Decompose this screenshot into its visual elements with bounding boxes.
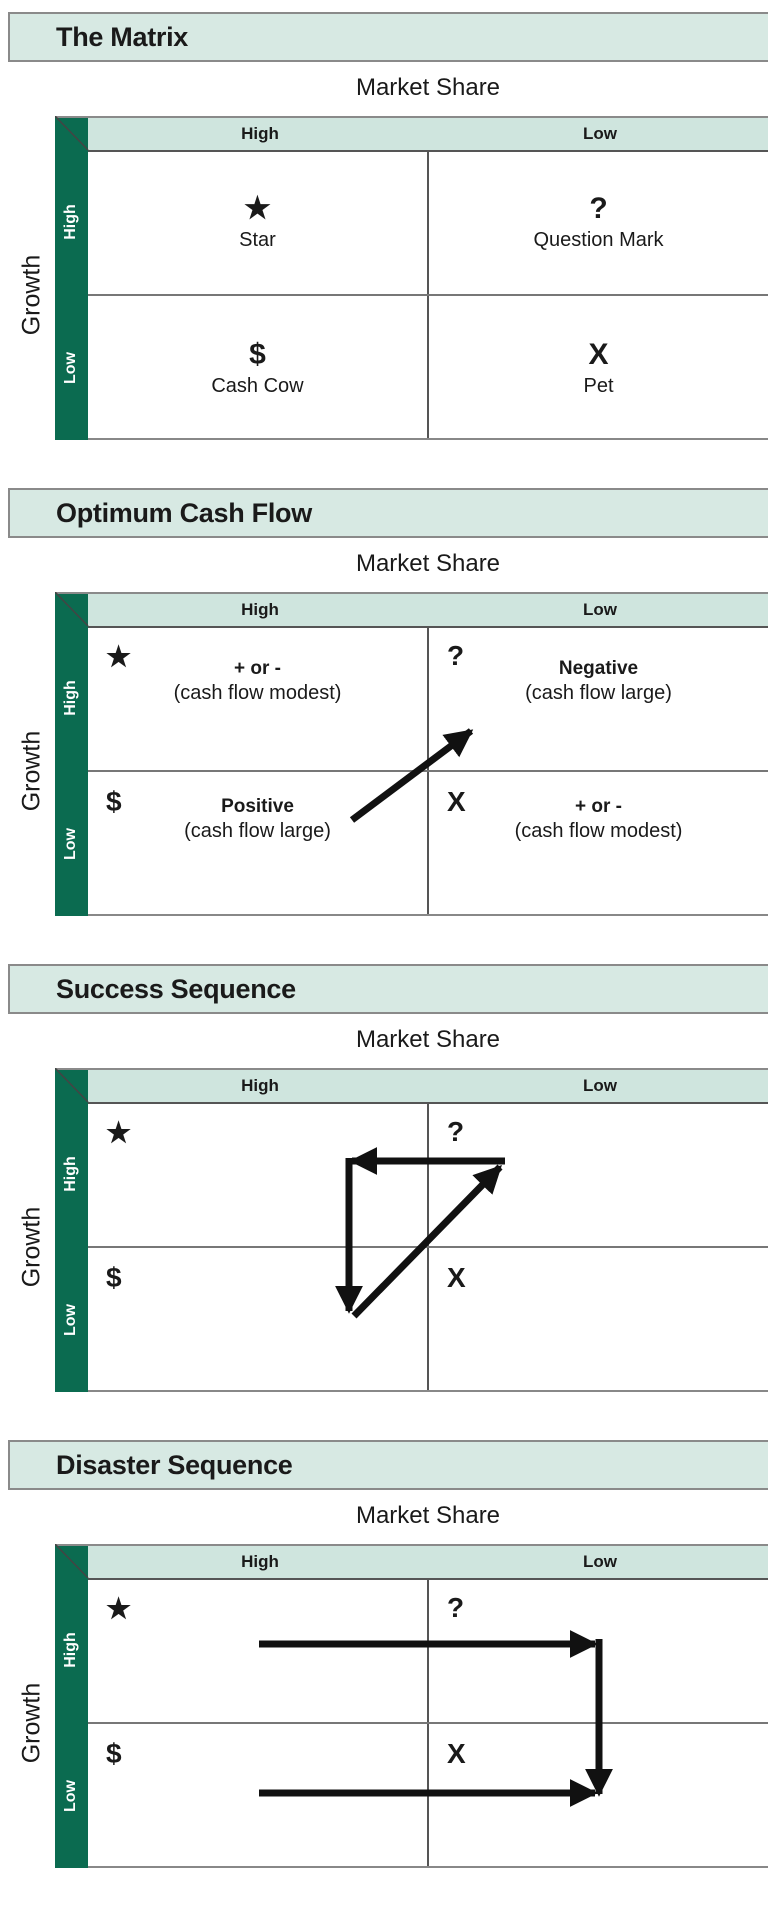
cell-pet: X [429, 1248, 768, 1392]
x-icon: X [447, 1262, 466, 1293]
corner-bevel [55, 116, 89, 151]
cell-cash-cow: $ Cash Cow [88, 296, 427, 440]
cash-flow-note: (cash flow modest) [514, 820, 683, 842]
row-high: High [62, 204, 79, 240]
column-header: High Low [55, 1068, 768, 1104]
cell-cash-cow: $ Positive (cash flow large) [88, 772, 427, 916]
growth-label: Growth [17, 254, 46, 336]
column-header: High Low [55, 116, 768, 152]
cash-flow-sign: + or - [234, 658, 281, 679]
row-low: Low [62, 352, 79, 384]
matrix-body: ★ Star ? Question Mark $ Cash Cow X Pet [88, 150, 768, 440]
matrix-body: ★ ? $ X [88, 1578, 768, 1868]
title-bar: Success Sequence [8, 964, 768, 1014]
row-header [55, 592, 88, 916]
corner-bevel [55, 1544, 89, 1579]
col-high: High [241, 1552, 279, 1571]
col-high: High [241, 124, 279, 143]
cash-flow-note: (cash flow large) [525, 682, 672, 704]
cell-star: ★ [88, 1578, 427, 1722]
cell-star: ★ Star [88, 150, 427, 294]
cash-flow-sign: Negative [558, 658, 639, 679]
star-icon: ★ [106, 641, 132, 672]
title-bar: Disaster Sequence [8, 1440, 768, 1490]
panel-disaster-sequence: Disaster Sequence Market Share Growth Hi… [0, 1440, 768, 1916]
market-share-label: Market Share [355, 1502, 501, 1529]
question-icon: ? [447, 1592, 465, 1623]
cash-flow-sign: + or - [575, 796, 622, 817]
dollar-icon: $ [106, 1262, 122, 1293]
star-icon: ★ [106, 1117, 132, 1148]
row-header [55, 1068, 88, 1392]
panel-title: Optimum Cash Flow [56, 498, 312, 528]
cell-star: ★ + or - (cash flow modest) [88, 626, 427, 770]
dollar-icon: $ [106, 1738, 122, 1769]
market-share-label: Market Share [355, 74, 501, 101]
row-low: Low [62, 1304, 79, 1336]
cell-cash-cow: $ [88, 1248, 427, 1392]
growth-label: Growth [17, 730, 46, 812]
title-bar: Optimum Cash Flow [8, 488, 768, 538]
row-header [55, 1544, 88, 1868]
cell-label: Star [239, 229, 276, 251]
x-icon: X [588, 338, 609, 371]
col-low: Low [583, 124, 617, 143]
market-share-label: Market Share [355, 550, 501, 577]
cell-question-mark: ? Question Mark [429, 150, 768, 294]
col-low: Low [583, 1076, 617, 1095]
col-high: High [241, 600, 279, 619]
corner-bevel [55, 592, 89, 627]
panel-title: The Matrix [56, 22, 189, 52]
column-header: High Low [55, 592, 768, 628]
cash-flow-sign: Positive [221, 796, 294, 817]
question-icon: ? [447, 640, 465, 671]
title-bar: The Matrix [8, 12, 768, 62]
cell-question-mark: ? Negative (cash flow large) [429, 626, 768, 770]
col-high: High [241, 1076, 279, 1095]
cell-pet: X Pet [429, 296, 768, 440]
x-icon: X [447, 1738, 466, 1769]
growth-label: Growth [17, 1682, 46, 1764]
row-header [55, 116, 88, 440]
cell-cash-cow: $ [88, 1724, 427, 1868]
star-icon: ★ [244, 192, 271, 225]
cash-flow-note: (cash flow modest) [173, 682, 342, 704]
panel-optimum-cash-flow: Optimum Cash Flow Market Share Growth Hi… [0, 488, 768, 964]
growth-label: Growth [17, 1206, 46, 1288]
row-high: High [62, 1156, 79, 1192]
column-header: High Low [55, 1544, 768, 1580]
cell-pet: X [429, 1724, 768, 1868]
dollar-icon: $ [249, 338, 266, 371]
question-icon: ? [447, 1116, 465, 1147]
cell-pet: X+ or -(cash flow modest) [429, 772, 768, 916]
dollar-icon: $ [106, 786, 122, 817]
matrix-body: ★ + or - (cash flow modest) ? Negative (cash… [88, 626, 768, 916]
row-low: Low [62, 828, 79, 860]
cell-question-mark: ? [429, 1102, 768, 1246]
question-icon: ? [589, 192, 608, 225]
row-high: High [62, 680, 79, 716]
col-low: Low [583, 1552, 617, 1571]
market-share-label: Market Share [355, 1026, 501, 1053]
cell-label: Pet [583, 375, 614, 397]
panel-title: Success Sequence [56, 974, 296, 1004]
cell-star: ★ [88, 1102, 427, 1246]
corner-bevel [55, 1068, 89, 1103]
cell-question-mark: ? [429, 1578, 768, 1722]
panel-success-sequence: Success Sequence Market Share Growth Hig… [0, 964, 768, 1440]
star-icon: ★ [106, 1593, 132, 1624]
cell-label: Cash Cow [211, 375, 304, 397]
cash-flow-note: (cash flow large) [184, 820, 331, 842]
matrix-body: ★ ? $ X [88, 1102, 768, 1392]
col-low: Low [583, 600, 617, 619]
row-low: Low [62, 1780, 79, 1812]
row-high: High [62, 1632, 79, 1668]
panel-title: Disaster Sequence [56, 1450, 293, 1480]
cell-label: Question Mark [533, 229, 664, 251]
